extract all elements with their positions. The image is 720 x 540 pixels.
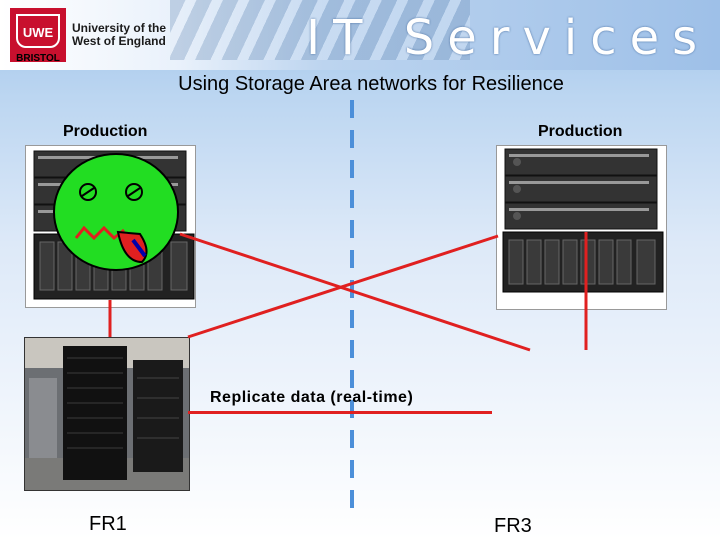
site-divider (350, 100, 354, 518)
replication-line (188, 411, 492, 414)
uwe-logo: UWE BRISTOL (10, 8, 66, 64)
left-server-drawing (33, 150, 195, 300)
left-production-label: Production (63, 123, 148, 140)
cabinet-drawing (25, 338, 189, 490)
link-right-to-left (187, 234, 499, 339)
header-banner: UWE BRISTOL University of the West of En… (0, 0, 720, 70)
left-production-server (25, 145, 196, 308)
university-line-1: University of the (72, 21, 167, 35)
right-server-drawing (502, 148, 664, 293)
logo-uwe-text: UWE (16, 14, 60, 48)
left-site-label: FR1 (89, 513, 127, 535)
right-production-label: Production (538, 123, 623, 140)
it-services-title: IT Services (306, 10, 711, 66)
university-line-2: West of England (72, 34, 166, 48)
keyboard-image (170, 0, 470, 60)
left-storage-cabinet (24, 337, 190, 491)
logo-bristol-text: BRISTOL (16, 53, 60, 64)
right-production-server (496, 145, 667, 310)
slide-title: Using Storage Area networks for Resilien… (178, 73, 564, 95)
right-site-label: FR3 (494, 515, 532, 537)
university-name: University of the West of England (72, 22, 166, 48)
replicate-label: Replicate data (real-time) (210, 389, 414, 406)
link-left-to-right (179, 232, 531, 352)
